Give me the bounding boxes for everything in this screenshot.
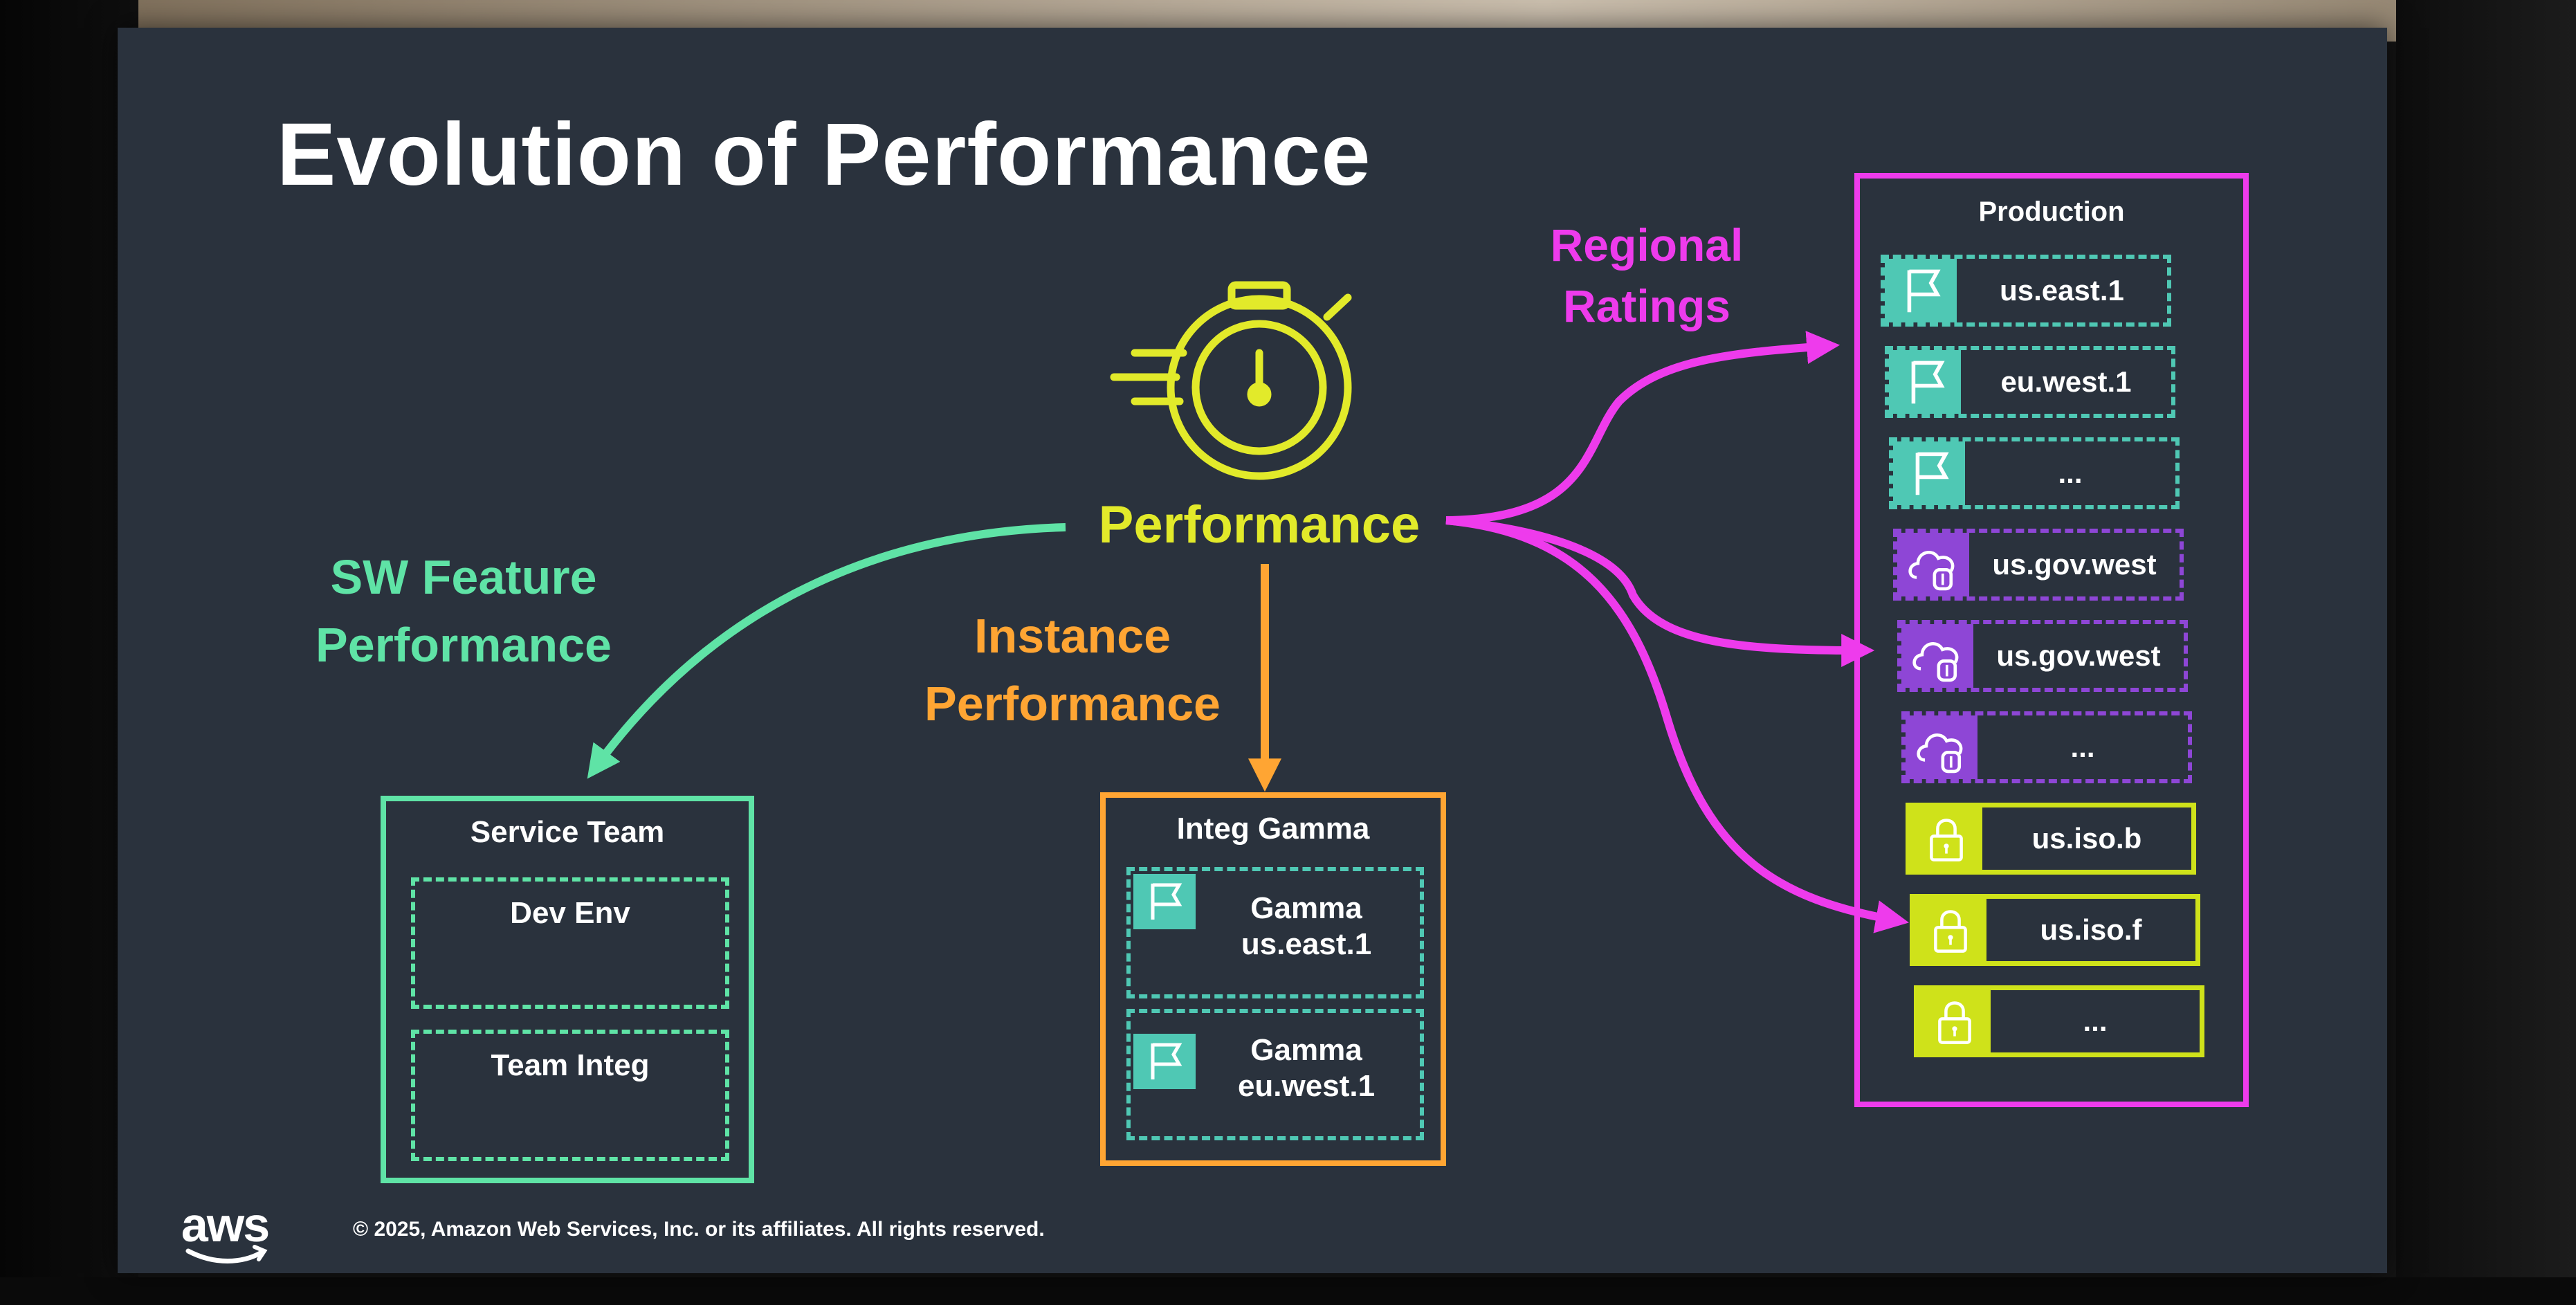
production-region-label: us.gov.west <box>1996 639 2161 672</box>
lock-icon <box>1919 990 1991 1052</box>
aws-smile-icon <box>185 1245 268 1263</box>
gamma-eu-west-label: Gamma eu.west.1 <box>1237 1033 1376 1103</box>
production-region-row: us.gov.west <box>1897 620 2188 692</box>
copyright-text: © 2025, Amazon Web Services, Inc. or its… <box>353 1218 1045 1241</box>
production-region-label: us.iso.f <box>2040 913 2142 946</box>
lock-icon <box>1915 899 1986 961</box>
flag-icon <box>1889 350 1961 414</box>
gamma-us-east-label: Gamma us.east.1 <box>1241 891 1372 961</box>
stopwatch-icon <box>1110 281 1352 480</box>
production-region-row: ... <box>1914 985 2204 1057</box>
gov-cloud-icon <box>1901 624 1973 688</box>
performance-label: Performance <box>1098 495 1421 554</box>
lock-icon <box>1910 807 1982 870</box>
slide-title: Evolution of Performance <box>277 105 1371 204</box>
production-region-row: us.iso.f <box>1910 894 2200 966</box>
integ-gamma-title: Integ Gamma <box>1176 812 1370 846</box>
arrow-regional-iso <box>1445 516 1909 933</box>
production-region-label: ... <box>2083 1005 2108 1037</box>
gamma-us-east-box: Gamma us.east.1 <box>1126 867 1424 998</box>
gamma-eu-west-box: Gamma eu.west.1 <box>1126 1009 1424 1140</box>
presentation-slide: Evolution of Performance <box>118 28 2387 1273</box>
production-box: Production us.east.1 eu.west.1... us.gov.w… <box>1854 173 2249 1107</box>
flag-icon <box>1893 441 1965 505</box>
arrow-sw-feature <box>587 523 1066 779</box>
production-region-label: us.gov.west <box>1992 548 2157 581</box>
service-team-title: Service Team <box>470 815 665 849</box>
room-wall-left <box>0 0 138 1305</box>
aws-logo: aws <box>173 1197 277 1266</box>
team-integ-box: Team Integ <box>411 1030 729 1161</box>
production-region-label: us.iso.b <box>2031 822 2142 855</box>
room-wall-right <box>2396 0 2576 1305</box>
production-region-row: eu.west.1 <box>1885 346 2175 418</box>
team-integ-label: Team Integ <box>491 1048 650 1082</box>
gov-cloud-icon <box>1906 715 1977 779</box>
production-region-row: ... <box>1901 711 2192 783</box>
arrow-regional-gov <box>1445 516 1875 667</box>
instance-label: Instance Performance <box>924 609 1221 731</box>
production-title: Production <box>1978 197 2125 227</box>
production-region-label: ... <box>2070 731 2095 763</box>
gov-cloud-icon <box>1897 533 1969 596</box>
dev-env-label: Dev Env <box>510 896 630 930</box>
service-team-box: Service Team Dev Env Team Integ <box>381 796 754 1183</box>
production-region-row: us.gov.west <box>1893 529 2184 601</box>
flag-icon <box>1133 874 1196 929</box>
production-region-row: ... <box>1889 437 2180 509</box>
production-region-row: us.iso.b <box>1906 803 2196 875</box>
production-region-row: us.east.1 <box>1881 255 2171 327</box>
integ-gamma-box: Integ Gamma Gamma us.east.1 Gamma eu.wes… <box>1100 792 1446 1166</box>
flag-icon <box>1133 1034 1196 1089</box>
floor <box>0 1277 2576 1305</box>
dev-env-box: Dev Env <box>411 877 729 1009</box>
flag-icon <box>1885 259 1957 322</box>
connector-layer <box>587 281 1909 933</box>
production-region-label: eu.west.1 <box>2000 365 2132 398</box>
sw-feature-label: SW Feature Performance <box>316 550 612 672</box>
regional-ratings-label: Regional Ratings <box>1550 219 1744 331</box>
production-region-label: ... <box>2058 457 2083 489</box>
production-region-label: us.east.1 <box>2000 274 2124 307</box>
arrow-regional-standard <box>1445 331 1840 524</box>
